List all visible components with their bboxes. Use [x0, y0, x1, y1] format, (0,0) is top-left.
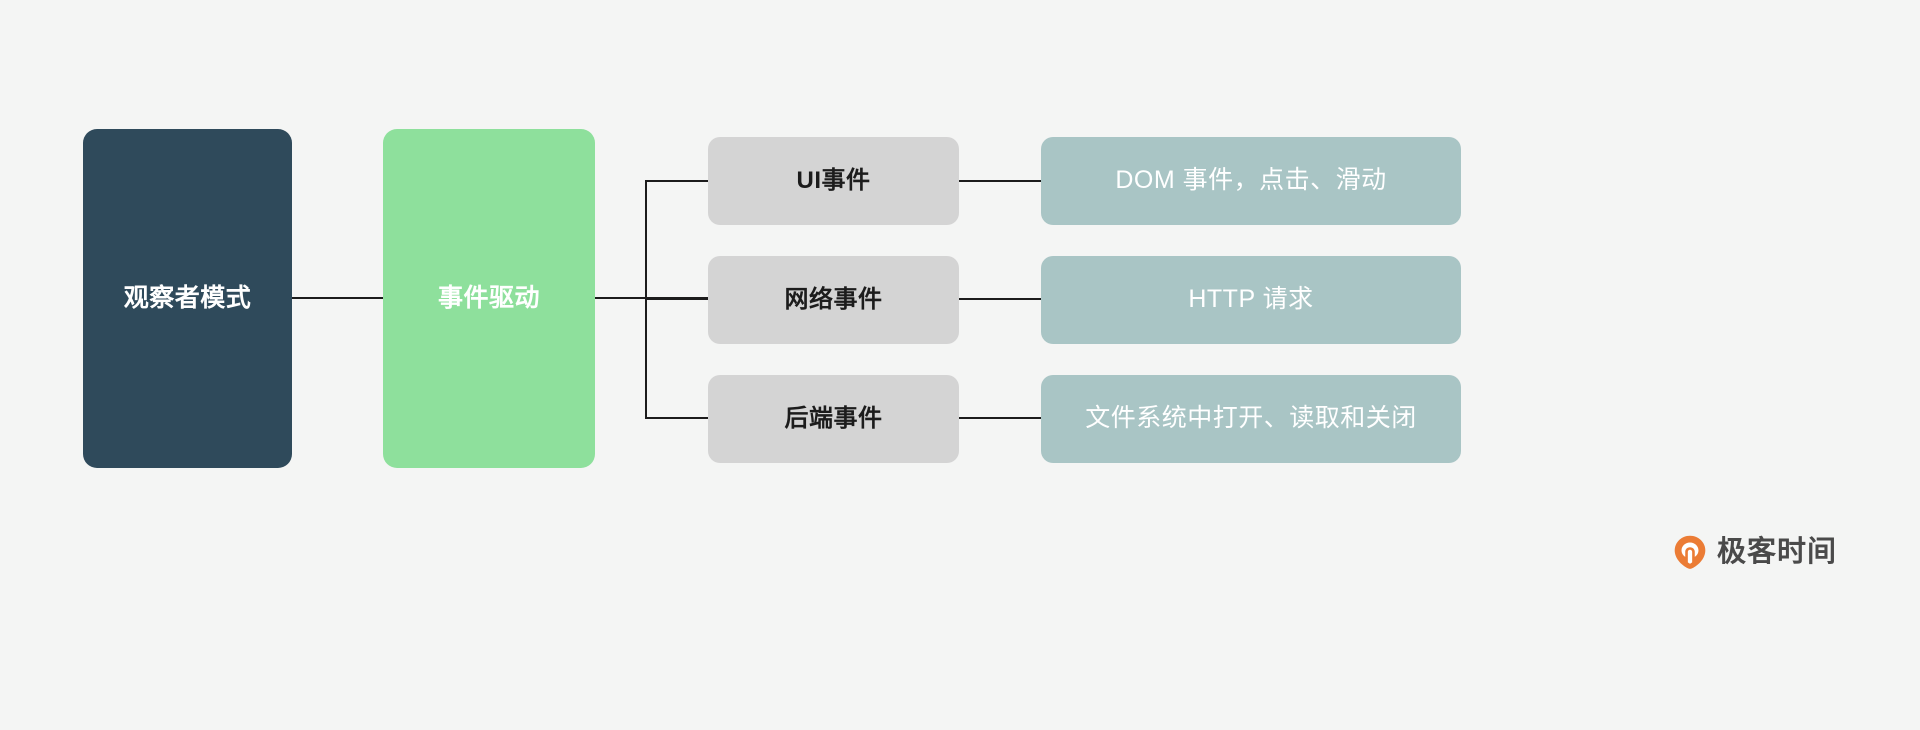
brand-watermark: 极客时间: [1672, 534, 1837, 570]
node-root-observer-pattern[interactable]: 观察者模式: [83, 129, 292, 468]
node-category-backend-event[interactable]: 后端事件: [708, 375, 959, 463]
node-event-driven[interactable]: 事件驱动: [383, 129, 595, 468]
node-detail-file-system[interactable]: 文件系统中打开、读取和关闭: [1041, 375, 1461, 463]
node-category-ui-event[interactable]: UI事件: [708, 137, 959, 225]
geektime-logo-icon: [1674, 535, 1706, 569]
node-detail-http-request[interactable]: HTTP 请求: [1041, 256, 1461, 344]
node-category-network-event[interactable]: 网络事件: [708, 256, 959, 344]
brand-name: 极客时间: [1717, 535, 1838, 568]
node-detail-dom-events[interactable]: DOM 事件，点击、滑动: [1041, 137, 1461, 225]
